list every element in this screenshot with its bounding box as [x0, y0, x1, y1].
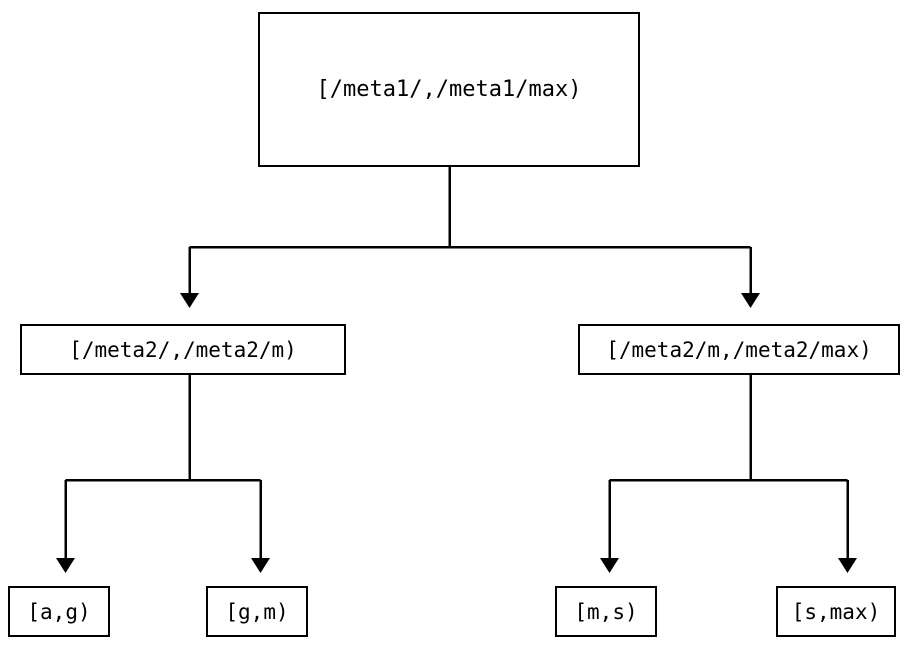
tree-node-label: [/meta2/m,/meta2/max)	[606, 337, 872, 362]
tree-node-label: [m,s)	[574, 599, 638, 624]
tree-node-mid-left[interactable]: [/meta2/,/meta2/m)	[20, 324, 346, 375]
tree-node-label: [/meta1/,/meta1/max)	[316, 77, 582, 102]
arrowhead-to-mid-left	[180, 293, 199, 308]
tree-node-label: [g,m)	[225, 599, 289, 624]
tree-node-leaf-0[interactable]: [a,g)	[8, 586, 110, 637]
tree-node-leaf-2[interactable]: [m,s)	[555, 586, 657, 637]
arrowhead-to-leaf-0	[56, 558, 75, 573]
tree-node-root[interactable]: [/meta1/,/meta1/max)	[258, 12, 640, 167]
tree-node-leaf-1[interactable]: [g,m)	[206, 586, 308, 637]
arrowhead-to-leaf-2	[600, 558, 619, 573]
tree-node-leaf-3[interactable]: [s,max)	[776, 586, 896, 637]
arrowhead-to-mid-right	[741, 293, 760, 308]
tree-node-label: [/meta2/,/meta2/m)	[69, 337, 297, 362]
tree-node-mid-right[interactable]: [/meta2/m,/meta2/max)	[578, 324, 900, 375]
tree-node-label: [s,max)	[791, 599, 881, 624]
arrowhead-to-leaf-1	[251, 558, 270, 573]
tree-node-label: [a,g)	[27, 599, 91, 624]
arrowhead-to-leaf-3	[838, 558, 857, 573]
